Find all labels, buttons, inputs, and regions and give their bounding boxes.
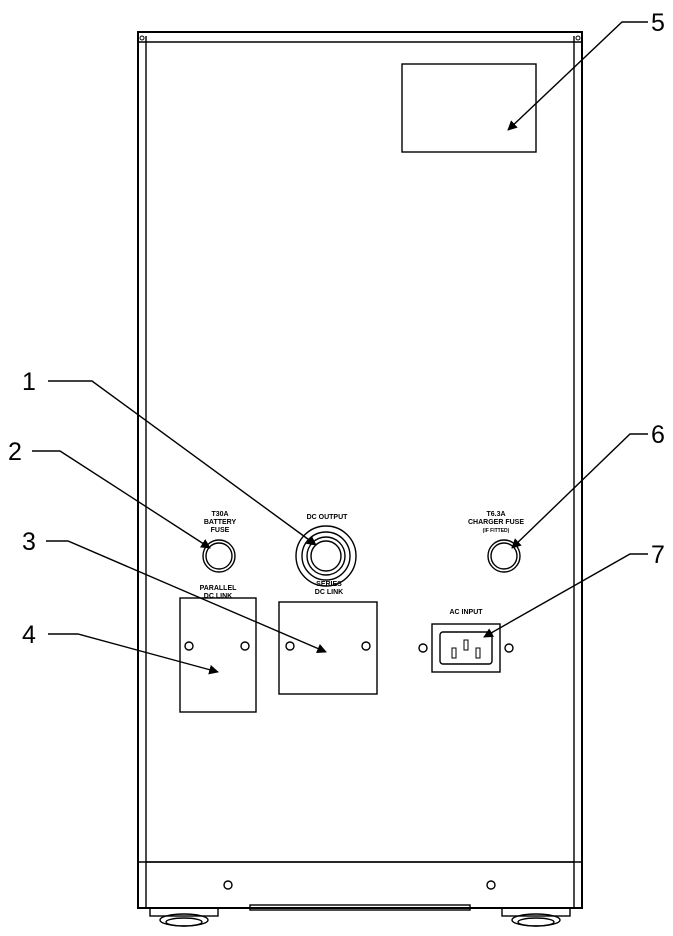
series-link-label-1: SERIES (316, 581, 342, 588)
parallel-dc-link-plate (179, 597, 257, 713)
battery-fuse (202, 539, 236, 573)
callout-3: 3 (22, 528, 36, 556)
ac-input-socket (418, 623, 514, 673)
charger-fuse-label-1: T6.3A (486, 511, 505, 518)
leader-line-6 (511, 433, 648, 549)
callout-1: 1 (22, 368, 36, 396)
left-foot (149, 907, 219, 927)
series-link-label-2: DC LINK (315, 589, 343, 596)
battery-fuse-label-1: T30A (211, 511, 228, 518)
parallel-link-label-1: PARALLEL (200, 585, 238, 592)
callout-2: 2 (8, 438, 22, 466)
battery-fuse-label-2: BATTERY (204, 519, 237, 526)
leader-line-5 (507, 21, 648, 131)
dc-output-gland (295, 525, 357, 587)
series-dc-link-plate (278, 601, 378, 695)
callout-6: 6 (651, 421, 665, 449)
charger-fuse-label-2: CHARGER FUSE (468, 519, 524, 526)
charger-fuse-label-3: (IF FITTED) (483, 528, 510, 534)
dc-output-label: DC OUTPUT (307, 514, 349, 521)
callout-4: 4 (22, 621, 36, 649)
leader-line-2 (32, 450, 211, 549)
cabinet-base (145, 861, 575, 927)
rating-plate (401, 63, 537, 153)
callout-5: 5 (651, 9, 665, 37)
battery-fuse-label-3: FUSE (211, 527, 230, 534)
leader-line-1 (48, 380, 317, 546)
leader-line-7 (483, 553, 648, 638)
leader-line-3 (46, 540, 327, 654)
parallel-link-label-2: DC LINK (204, 593, 232, 600)
ac-input-label: AC INPUT (449, 609, 483, 616)
right-foot (501, 907, 571, 927)
charger-fuse (487, 539, 521, 573)
cabinet-body (137, 31, 583, 909)
leader-line-4 (48, 633, 219, 675)
callout-7: 7 (651, 541, 665, 569)
